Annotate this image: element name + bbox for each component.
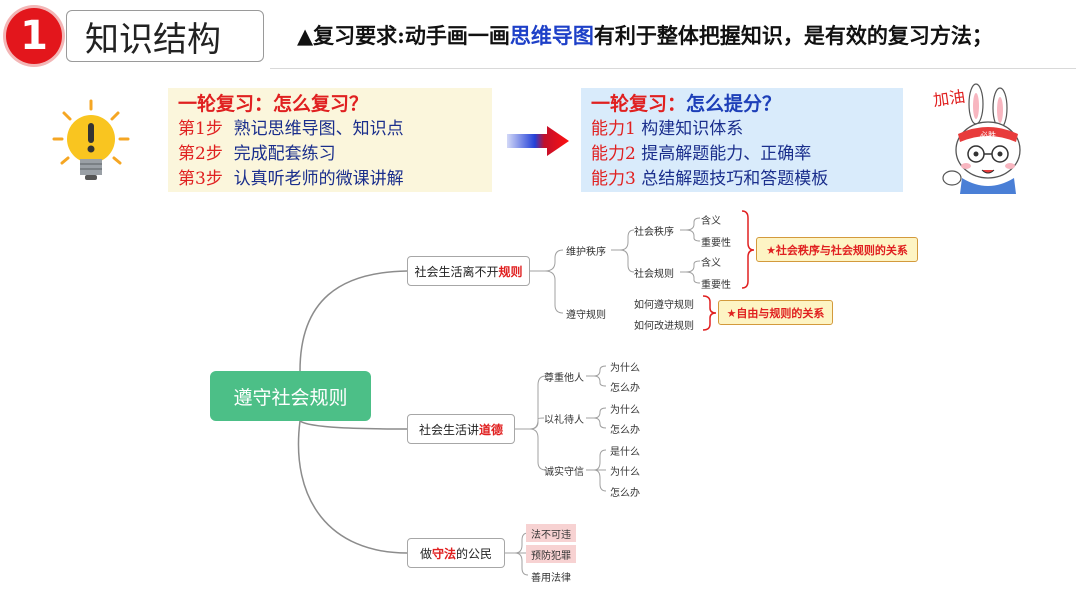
leaf-what: 是什么: [610, 447, 640, 458]
score-improvement-title: 一轮复习：怎么提分？: [591, 93, 782, 115]
social-rules-node: 社会规则: [634, 269, 674, 280]
cheering-bunny-mascot: 加油 必胜: [932, 83, 1021, 194]
leaf-how: 怎么办: [610, 425, 640, 436]
law-leaf: 预防犯罪: [526, 545, 576, 563]
review-step: 第2步 完成配套练习: [178, 144, 336, 164]
branch-law-node: 做守法的公民: [407, 538, 505, 568]
key-point-note: ★社会秩序与社会规则的关系: [756, 237, 918, 262]
ability-item: 能力1 构建知识体系: [591, 119, 744, 139]
law-leaf: 法不可违: [526, 524, 576, 542]
ability-item: 能力2 提高解题能力、正确率: [591, 144, 812, 164]
review-method-box: 一轮复习：怎么复习？ 第1步 熟记思维导图、知识点 第2步 完成配套练习 第3步…: [168, 88, 492, 192]
maintain-order-node: 维护秩序: [566, 247, 606, 258]
leaf-why: 为什么: [610, 405, 640, 416]
score-improvement-box: 一轮复习：怎么提分？ 能力1 构建知识体系 能力2 提高解题能力、正确率 能力3…: [581, 88, 903, 192]
leaf-why: 为什么: [610, 363, 640, 374]
leaf-why: 为什么: [610, 467, 640, 478]
svg-text:必胜: 必胜: [980, 130, 996, 140]
svg-text:加油: 加油: [932, 87, 966, 110]
header-divider: [270, 68, 1076, 69]
mindmap-root: 遵守社会规则: [210, 371, 371, 421]
honesty-node: 诚实守信: [544, 467, 584, 478]
leaf-how-improve: 如何改进规则: [634, 321, 694, 332]
section-title: 知识结构: [66, 10, 264, 62]
review-requirement: ▲复习要求:动手画一画思维导图有利于整体把握知识，是有效的复习方法；: [297, 23, 993, 48]
leaf-how: 怎么办: [610, 488, 640, 499]
branch-rules-node: 社会生活离不开规则: [407, 256, 530, 286]
section-number-badge: 1: [6, 8, 62, 64]
law-leaf: 善用法律: [531, 573, 571, 584]
leaf-how: 怎么办: [610, 383, 640, 394]
ability-item: 能力3 总结解题技巧和答题模板: [591, 169, 829, 189]
right-arrow-icon: [507, 126, 569, 156]
leaf-how-obey: 如何遵守规则: [634, 300, 694, 311]
respect-others-node: 尊重他人: [544, 373, 584, 384]
review-step: 第3步 认真听老师的微课讲解: [178, 169, 404, 189]
key-point-note: ★自由与规则的关系: [718, 300, 833, 325]
leaf-importance: 重要性: [701, 238, 731, 249]
courtesy-node: 以礼待人: [544, 415, 584, 426]
branch-morality-node: 社会生活讲道德: [407, 414, 515, 444]
social-order-node: 社会秩序: [634, 227, 674, 238]
leaf-importance: 重要性: [701, 280, 731, 291]
obey-rules-node: 遵守规则: [566, 310, 606, 321]
leaf-meaning: 含义: [701, 216, 721, 227]
lightbulb-icon: [52, 99, 130, 180]
leaf-meaning: 含义: [701, 258, 721, 269]
review-step: 第1步 熟记思维导图、知识点: [178, 119, 404, 139]
review-method-title: 一轮复习：怎么复习？: [178, 93, 369, 115]
